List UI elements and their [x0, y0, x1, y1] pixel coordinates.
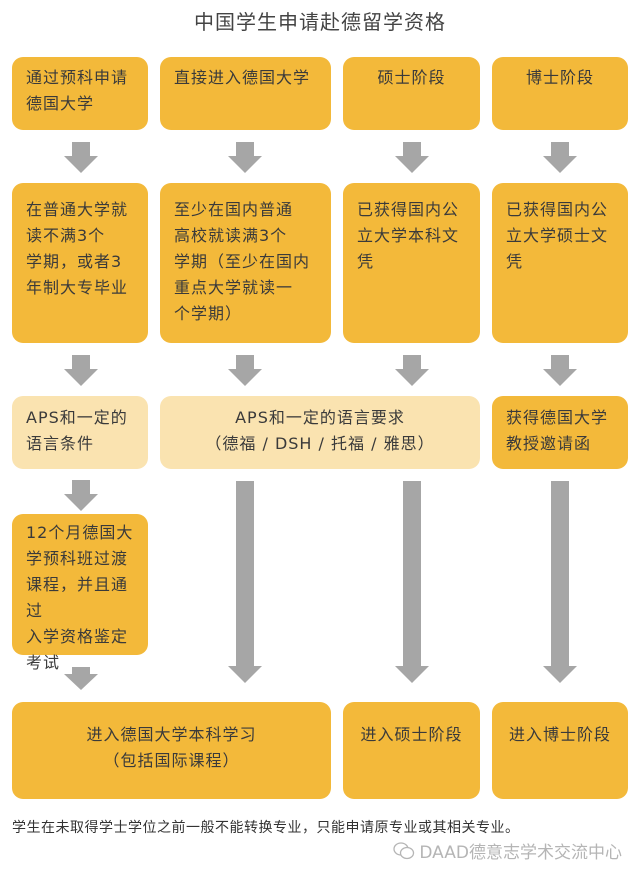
watermark: DAAD德意志学术交流中心: [393, 838, 622, 863]
outcome-master: 进入硕士阶段: [343, 702, 480, 799]
requirement-direct-entry: 至少在国内普通 高校就读满3个 学期（至少在国内 重点大学就读一 个学期）: [160, 183, 331, 343]
preparatory-course: 12个月德国大 学预科班过渡 课程，并且通过 入学资格鉴定 考试: [12, 514, 148, 672]
language-shared-line2: （德福 / DSH / 托福 / 雅思）: [205, 434, 435, 453]
language-preparatory: APS和一定的 语言条件: [12, 396, 148, 469]
language-shared: APS和一定的语言要求 （德福 / DSH / 托福 / 雅思）: [160, 396, 480, 469]
outcome-bachelor-line2: （包括国际课程）: [103, 751, 240, 770]
header-master: 硕士阶段: [343, 57, 480, 130]
header-doctor: 博士阶段: [492, 57, 628, 130]
diagram-title: 中国学生申请赴德留学资格: [194, 10, 446, 34]
chat-bubble-icon: [393, 841, 415, 859]
requirement-master: 已获得国内公 立大学本科文 凭: [343, 183, 480, 343]
outcome-doctor: 进入博士阶段: [492, 702, 628, 799]
watermark-text: DAAD德意志学术交流中心: [419, 843, 622, 863]
language-doctor: 获得德国大学 教授邀请函: [492, 396, 628, 469]
outcome-bachelor-line1: 进入德国大学本科学习: [86, 725, 257, 744]
header-preparatory: 通过预科申请 德国大学: [12, 57, 148, 130]
requirement-preparatory: 在普通大学就 读不满3个 学期，或者3 年制大专毕业: [12, 183, 148, 343]
footnote: 学生在未取得学士学位之前一般不能转换专业，只能申请原专业或其相关专业。: [12, 820, 520, 836]
outcome-bachelor: 进入德国大学本科学习 （包括国际课程）: [12, 702, 331, 799]
language-shared-line1: APS和一定的语言要求: [235, 408, 405, 427]
requirement-doctor: 已获得国内公 立大学硕士文 凭: [492, 183, 628, 343]
header-direct-entry: 直接进入德国大学: [160, 57, 331, 130]
